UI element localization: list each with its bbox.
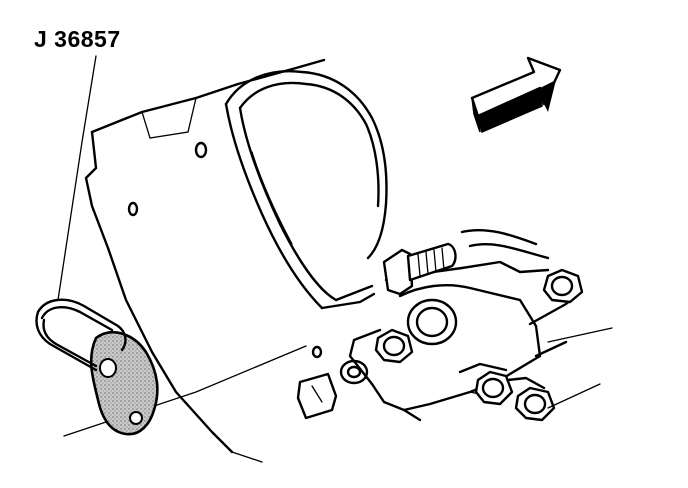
direction-arrow-icon <box>470 56 562 134</box>
stud <box>382 242 457 296</box>
bolts <box>374 268 584 422</box>
tool-number-label: J 36857 <box>34 26 121 52</box>
bolt <box>458 362 514 406</box>
valve-cover <box>224 70 388 310</box>
bolt <box>506 376 556 422</box>
special-tool <box>35 298 159 436</box>
bolt <box>542 268 584 304</box>
bolt <box>374 328 414 364</box>
engine-block <box>84 58 326 463</box>
sensor-block <box>296 372 338 420</box>
